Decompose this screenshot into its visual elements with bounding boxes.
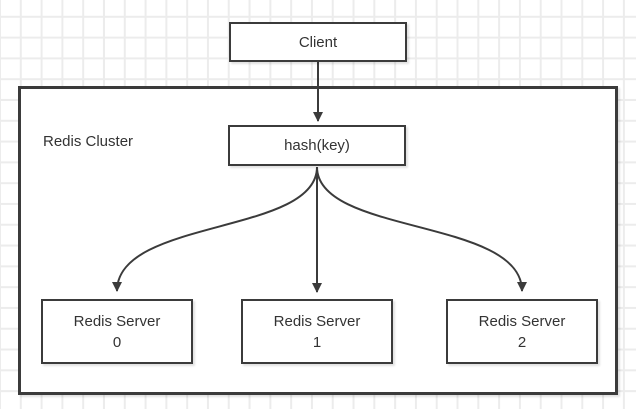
node-redis-server-1-line1: Redis Server: [273, 312, 361, 330]
node-redis-server-1: Redis Server 1: [241, 299, 393, 364]
node-client: Client: [229, 22, 407, 62]
node-redis-server-2-line1: Redis Server: [478, 312, 566, 330]
node-hash-key: hash(key): [228, 125, 406, 166]
node-redis-server-0-line2: 0: [112, 333, 122, 351]
node-client-label: Client: [298, 33, 338, 51]
node-redis-server-0-line1: Redis Server: [73, 312, 161, 330]
node-redis-server-0: Redis Server 0: [41, 299, 193, 364]
node-redis-server-2: Redis Server 2: [446, 299, 598, 364]
node-hash-key-label: hash(key): [284, 137, 350, 154]
redis-cluster-label: Redis Cluster: [43, 133, 134, 150]
node-redis-server-2-line2: 2: [517, 333, 527, 351]
node-redis-server-1-line2: 1: [312, 333, 322, 351]
